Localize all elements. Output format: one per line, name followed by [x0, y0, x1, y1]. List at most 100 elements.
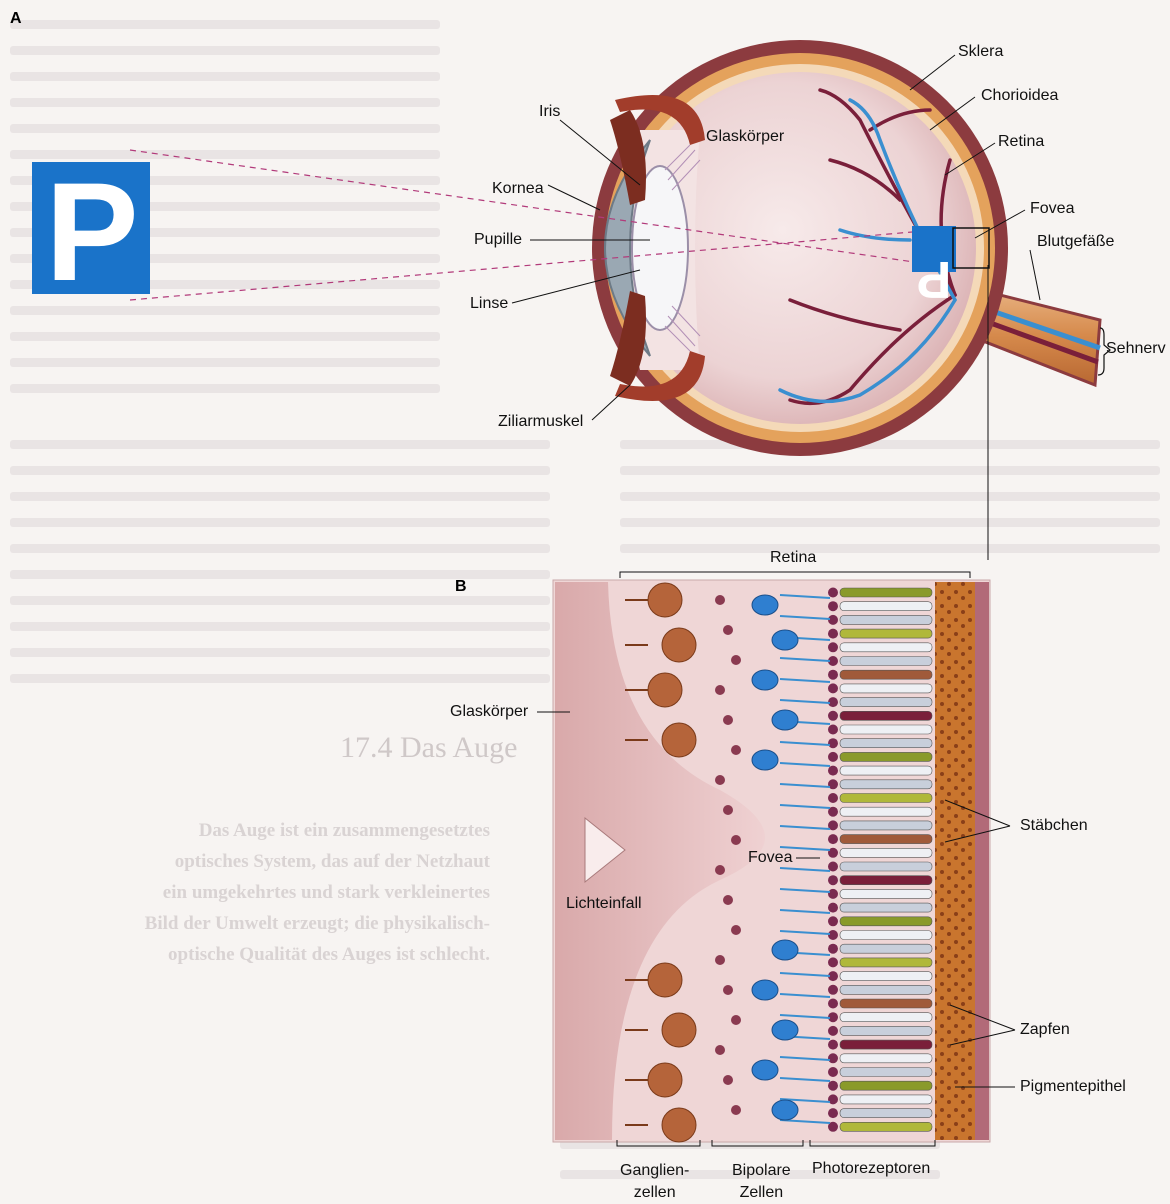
- photoreceptor-nucleus: [828, 944, 838, 954]
- label-glaskoerper-b: Glaskörper: [450, 703, 528, 721]
- amacrine-cell: [731, 655, 741, 665]
- cone-cell: [840, 1040, 932, 1049]
- label-zapfen: Zapfen: [1020, 1021, 1070, 1039]
- photoreceptor-nucleus: [828, 875, 838, 885]
- photoreceptor-nucleus: [828, 889, 838, 899]
- amacrine-cell: [715, 775, 725, 785]
- label-bipolare-zellen: Bipolare Zellen: [732, 1160, 791, 1204]
- photoreceptor-nucleus: [828, 999, 838, 1009]
- bipolar-cell: [772, 1020, 798, 1040]
- label-pigmentepithel: Pigmentepithel: [1020, 1078, 1126, 1096]
- photoreceptor-nucleus: [828, 1108, 838, 1118]
- rod-cell: [840, 972, 932, 981]
- rod-cell: [840, 1054, 932, 1063]
- bipolar-cell: [752, 1060, 778, 1080]
- label-staebchen: Stäbchen: [1020, 817, 1088, 835]
- photoreceptor-nucleus: [828, 588, 838, 598]
- ganglion-cell: [648, 963, 682, 997]
- ganglion-cell: [662, 1013, 696, 1047]
- cone-cell: [840, 876, 932, 885]
- photoreceptor-nucleus: [828, 1040, 838, 1050]
- rod-cell: [840, 807, 932, 816]
- rod-cell: [840, 615, 932, 624]
- amacrine-cell: [731, 745, 741, 755]
- ganglion-cell: [662, 628, 696, 662]
- photoreceptor-nucleus: [828, 601, 838, 611]
- photoreceptor-nucleus: [828, 738, 838, 748]
- label-ganglienzellen: Ganglien- zellen: [620, 1160, 689, 1204]
- photoreceptor-nucleus: [828, 711, 838, 721]
- cone-cell: [840, 588, 932, 597]
- bipolar-cell: [772, 710, 798, 730]
- photoreceptor-nucleus: [828, 670, 838, 680]
- label-retina-b: Retina: [770, 549, 816, 567]
- rod-cell: [840, 657, 932, 666]
- ganglion-cell: [648, 1063, 682, 1097]
- rod-cell: [840, 985, 932, 994]
- amacrine-cell: [715, 685, 725, 695]
- photoreceptor-nucleus: [828, 629, 838, 639]
- amacrine-cell: [715, 1045, 725, 1055]
- label-photorezeptoren: Photorezeptoren: [812, 1160, 930, 1178]
- photoreceptor-nucleus: [828, 985, 838, 995]
- rod-cell: [840, 903, 932, 912]
- bipolare-line: Bipolare: [732, 1160, 791, 1182]
- rod-cell: [840, 1026, 932, 1035]
- amacrine-cell: [723, 985, 733, 995]
- ganglien-line: Ganglien-: [620, 1160, 689, 1182]
- bipolare-line: Zellen: [732, 1182, 791, 1204]
- photoreceptor-nucleus: [828, 752, 838, 762]
- photoreceptor-nucleus: [828, 793, 838, 803]
- photoreceptor-nucleus: [828, 903, 838, 913]
- cone-cell: [840, 711, 932, 720]
- rod-cell: [840, 931, 932, 940]
- photoreceptor-nucleus: [828, 766, 838, 776]
- rod-cell: [840, 739, 932, 748]
- cone-cell: [840, 629, 932, 638]
- photoreceptor-nucleus: [828, 834, 838, 844]
- photoreceptor-nucleus: [828, 1026, 838, 1036]
- photoreceptor-nucleus: [828, 725, 838, 735]
- label-lichteinfall: Lichteinfall: [566, 895, 642, 913]
- rod-cell: [840, 848, 932, 857]
- photoreceptor-nucleus: [828, 683, 838, 693]
- bipolar-cell: [772, 940, 798, 960]
- cone-cell: [840, 1081, 932, 1090]
- rod-cell: [840, 821, 932, 830]
- photoreceptor-nucleus: [828, 1053, 838, 1063]
- rod-cell: [840, 780, 932, 789]
- cone-cell: [840, 1122, 932, 1131]
- rod-cell: [840, 1095, 932, 1104]
- rod-cell: [840, 944, 932, 953]
- panel-label-b: B: [455, 578, 467, 596]
- amacrine-cell: [731, 1105, 741, 1115]
- amacrine-cell: [723, 895, 733, 905]
- ganglion-cell: [662, 723, 696, 757]
- rod-cell: [840, 1068, 932, 1077]
- ganglien-line: zellen: [620, 1182, 689, 1204]
- cone-cell: [840, 999, 932, 1008]
- rod-cell: [840, 684, 932, 693]
- photoreceptor-nucleus: [828, 1081, 838, 1091]
- photoreceptor-nucleus: [828, 930, 838, 940]
- amacrine-cell: [715, 955, 725, 965]
- bipolar-cell: [752, 595, 778, 615]
- bipolar-cell: [752, 670, 778, 690]
- amacrine-cell: [715, 595, 725, 605]
- rod-cell: [840, 766, 932, 775]
- rod-cell: [840, 1109, 932, 1118]
- rod-cell: [840, 725, 932, 734]
- photoreceptor-nucleus: [828, 1067, 838, 1077]
- ganglion-cell: [662, 1108, 696, 1142]
- bipolar-cell: [752, 750, 778, 770]
- cone-cell: [840, 917, 932, 926]
- rod-cell: [840, 1013, 932, 1022]
- amacrine-cell: [723, 1075, 733, 1085]
- rod-cell: [840, 643, 932, 652]
- amacrine-cell: [731, 925, 741, 935]
- label-fovea-b: Fovea: [748, 849, 792, 867]
- cone-cell: [840, 835, 932, 844]
- rod-cell: [840, 602, 932, 611]
- photoreceptor-nucleus: [828, 957, 838, 967]
